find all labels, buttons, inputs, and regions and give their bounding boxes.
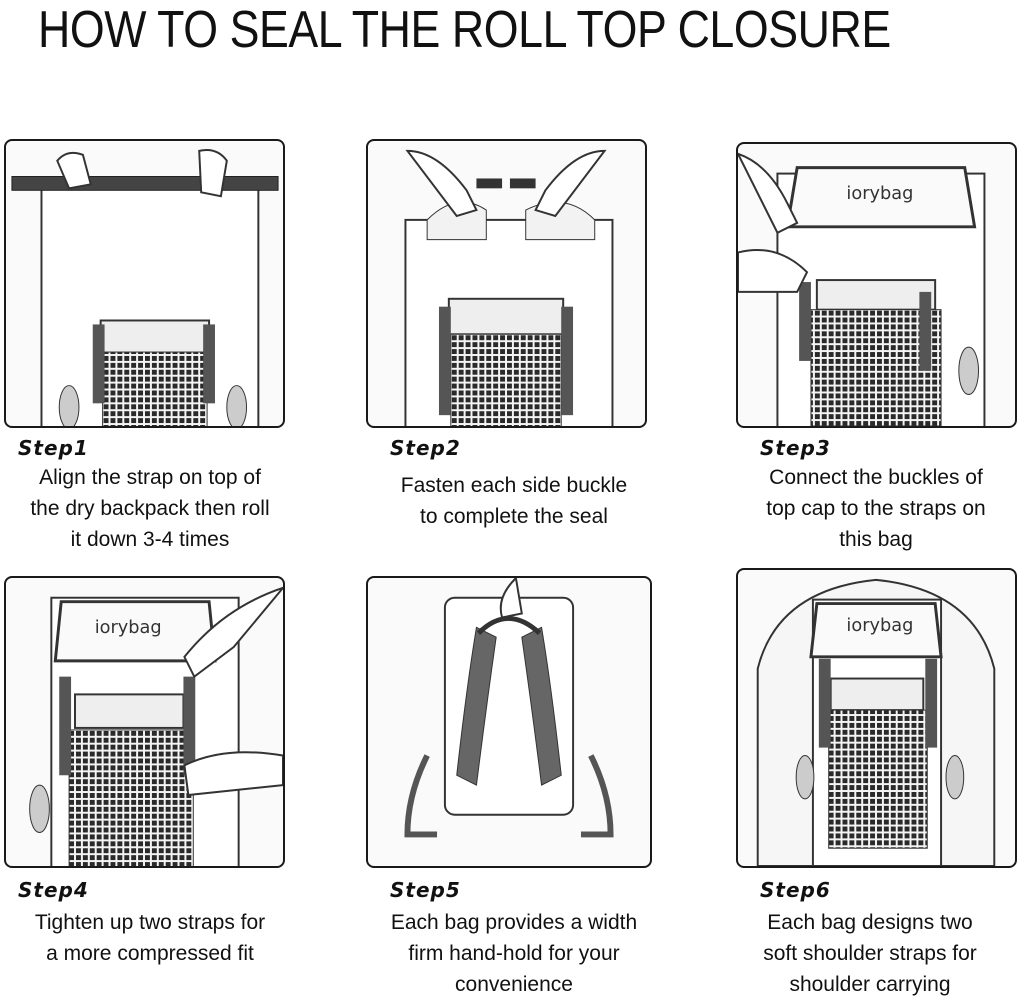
step3-description: Connect the buckles of top cap to the st…	[766, 466, 986, 551]
step1-label: Step1	[18, 436, 89, 460]
step4-illustration: iorybag	[4, 576, 285, 868]
step6-description: Each bag designs two soft shoulder strap…	[763, 911, 977, 996]
step1-illustration	[4, 139, 285, 428]
step5-label: Step5	[390, 878, 461, 902]
step4-brand-text: iorybag	[95, 618, 162, 638]
step6-label: Step6	[760, 878, 831, 902]
step4-description: Tighten up two straps for a more compres…	[34, 911, 266, 965]
page-title: HOW TO SEAL THE ROLL TOP CLOSURE	[38, 1, 891, 59]
step4-label: Step4	[18, 878, 89, 902]
step3-illustration: iorybag	[736, 142, 1017, 428]
step6-brand-text: iorybag	[846, 616, 913, 636]
step5-description: Each bag provides a width firm hand-hold…	[390, 911, 638, 996]
step2-label: Step2	[390, 436, 461, 460]
step3-label: Step3	[760, 436, 831, 460]
step5-illustration	[366, 576, 652, 868]
step3-brand-text: iorybag	[846, 184, 913, 204]
step2-illustration	[366, 139, 647, 428]
step2-description: Fasten each side buckle to complete the …	[400, 474, 628, 528]
step1-description: Align the strap on top of the dry backpa…	[30, 466, 270, 551]
step6-illustration: iorybag	[736, 568, 1017, 868]
